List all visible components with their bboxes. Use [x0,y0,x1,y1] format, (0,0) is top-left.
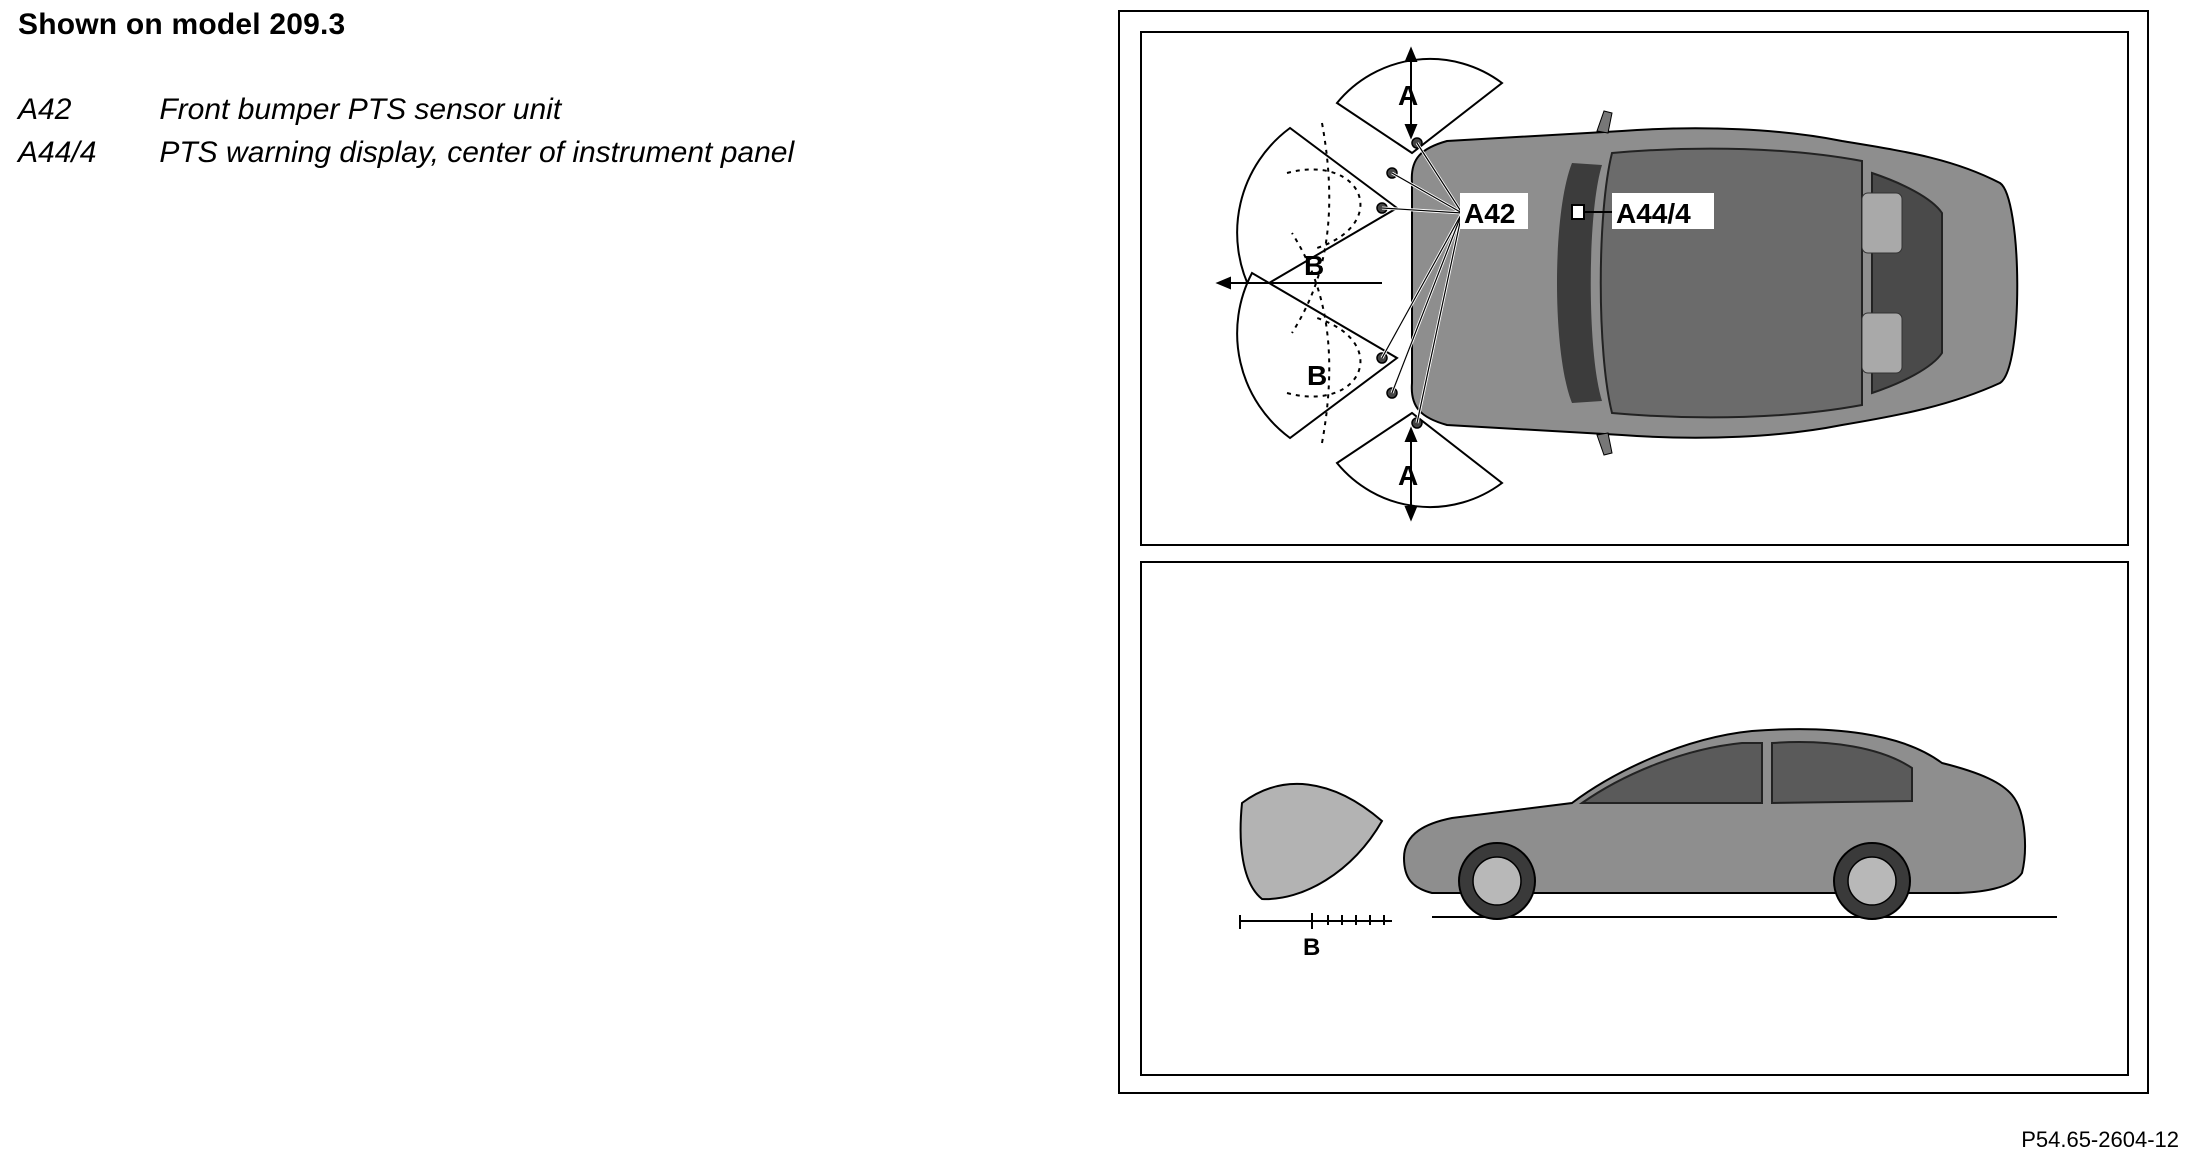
zone-front-lower [1236,271,1399,440]
side-zone-label-b: B [1303,934,1320,961]
legend-item: A44/4 PTS warning display, center of ins… [18,131,794,174]
car-side-rear-window [1771,741,1913,805]
car-seat-right [1861,312,1903,374]
zone-label-b-upper: B [1304,250,1324,281]
car-seat-left [1861,192,1903,254]
callout-box-a44-4 [1612,193,1714,229]
car-windshield [1557,163,1602,403]
callout-box-a42 [1460,193,1528,229]
zone-label-b-lower: B [1307,360,1327,391]
car-top-view [1410,110,2019,456]
legend-description: Front bumper PTS sensor unit [159,93,562,126]
figure-reference: P54.65-2604-12 [2021,1127,2179,1152]
top-view-diagram: A42 A44/4 A A B B [1215,46,2019,522]
legend-item: A42 Front bumper PTS sensor unit [18,88,794,131]
car-side-windows [1578,742,1763,804]
car-side-view [1402,728,2026,920]
side-view-diagram: B [1239,728,2057,961]
car-cabin-glass [1599,147,1863,419]
zone-dotted-arcs [1286,122,1362,444]
car-mirror-upper [1596,110,1613,134]
zone-label-a-bottom: A [1398,460,1418,491]
legend-code: A42 [18,93,72,126]
car-mirror-lower [1596,432,1613,456]
figure-frame: A42 A44/4 A A B B B [1118,10,2149,1094]
page-heading: Shown on model 209.3 [18,8,346,41]
dotted-arc [1291,232,1331,444]
side-view-panel: B [1140,561,2129,1076]
car-front-rim [1472,856,1522,906]
top-view-panel: A42 A44/4 A A B B [1140,31,2129,546]
callout-a44-4: A44/4 [1616,198,1691,229]
display-marker [1571,204,1585,220]
dotted-arc [1291,122,1331,334]
callout-a42: A42 [1464,198,1515,229]
zone-label-a-top: A [1398,80,1418,111]
car-rear-rim [1847,856,1897,906]
side-zone-scale [1239,913,1392,929]
zone-front-upper [1236,126,1399,295]
legend-code: A44/4 [18,136,97,169]
legend-list: A42 Front bumper PTS sensor unit A44/4 P… [18,88,794,174]
measurement-arrows [1215,46,1418,522]
side-detection-zone [1239,783,1384,901]
legend-description: PTS warning display, center of instrumen… [159,136,795,169]
